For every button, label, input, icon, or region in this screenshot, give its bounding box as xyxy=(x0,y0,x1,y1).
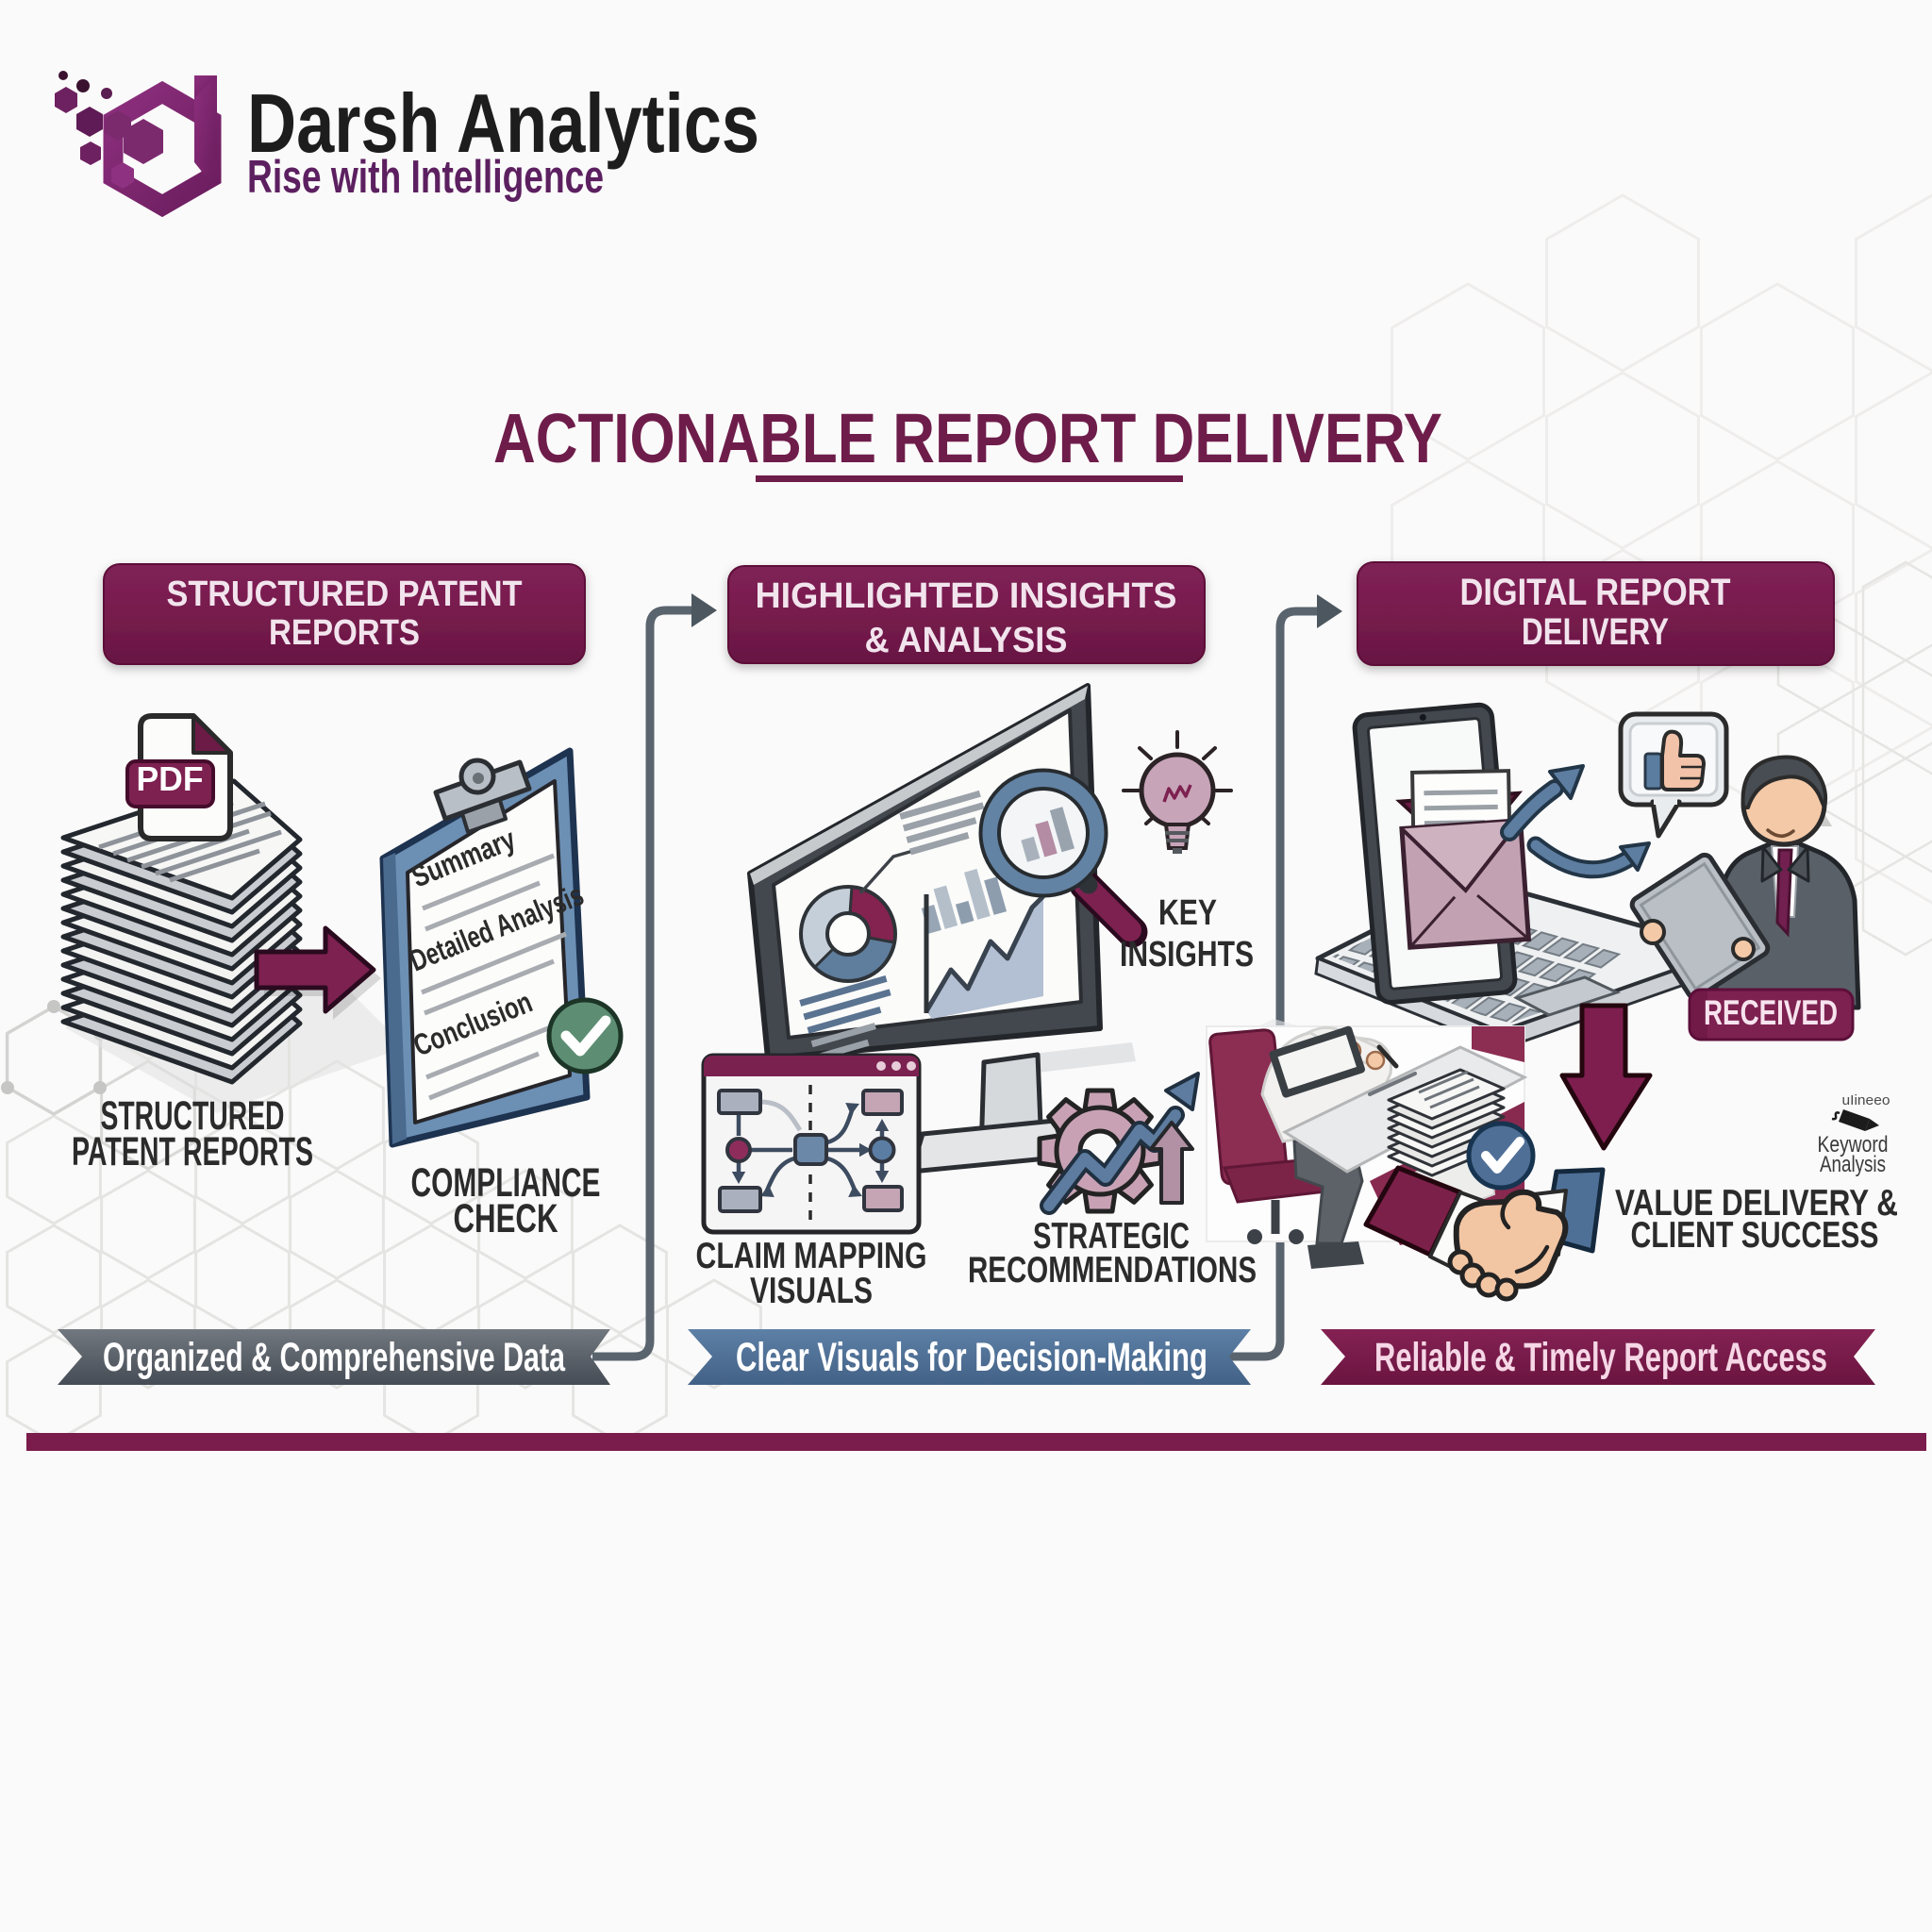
svg-text:Organized & Comprehensive Data: Organized & Comprehensive Data xyxy=(103,1335,566,1380)
svg-text:CLAIM MAPPING: CLAIM MAPPING xyxy=(696,1236,927,1276)
svg-text:KEY: KEY xyxy=(1158,893,1217,933)
svg-text:uIineeo: uIineeo xyxy=(1842,1092,1890,1108)
svg-text:ACTIONABLE REPORT DELIVERY: ACTIONABLE REPORT DELIVERY xyxy=(493,399,1442,477)
svg-text:CHECK: CHECK xyxy=(454,1196,558,1241)
svg-text:DELIVERY: DELIVERY xyxy=(1522,611,1669,653)
svg-text:Reliable & Timely Report Acces: Reliable & Timely Report Access xyxy=(1374,1335,1827,1380)
svg-text:STRUCTURED PATENT: STRUCTURED PATENT xyxy=(167,575,523,614)
svg-text:& ANALYSIS: & ANALYSIS xyxy=(865,621,1068,660)
svg-text:STRATEGIC: STRATEGIC xyxy=(1033,1216,1190,1257)
svg-text:Keyword: Keyword xyxy=(1818,1132,1889,1158)
svg-text:Analysis: Analysis xyxy=(1820,1152,1886,1177)
svg-text:HIGHLIGHTED INSIGHTS: HIGHLIGHTED INSIGHTS xyxy=(756,576,1177,616)
svg-text:COMPLIANCE: COMPLIANCE xyxy=(411,1160,601,1206)
svg-text:STRUCTURED: STRUCTURED xyxy=(101,1093,285,1139)
svg-text:Rise with Intelligence: Rise with Intelligence xyxy=(247,152,604,203)
svg-text:DIGITAL REPORT: DIGITAL REPORT xyxy=(1460,572,1731,613)
svg-text:Clear Visuals for Decision-Mak: Clear Visuals for Decision-Making xyxy=(736,1335,1208,1380)
svg-text:PDF: PDF xyxy=(137,759,204,798)
svg-text:VALUE DELIVERY &: VALUE DELIVERY & xyxy=(1615,1183,1898,1224)
svg-text:VISUALS: VISUALS xyxy=(750,1271,873,1311)
svg-text:Darsh Analytics: Darsh Analytics xyxy=(247,76,759,170)
svg-text:INSIGHTS: INSIGHTS xyxy=(1120,935,1254,974)
svg-text:RECEIVED: RECEIVED xyxy=(1704,993,1838,1032)
svg-text:PATENT REPORTS: PATENT REPORTS xyxy=(72,1129,313,1174)
svg-text:REPORTS: REPORTS xyxy=(269,613,420,653)
svg-text:RECOMMENDATIONS: RECOMMENDATIONS xyxy=(968,1250,1257,1291)
svg-text:CLIENT SUCCESS: CLIENT SUCCESS xyxy=(1631,1215,1879,1256)
